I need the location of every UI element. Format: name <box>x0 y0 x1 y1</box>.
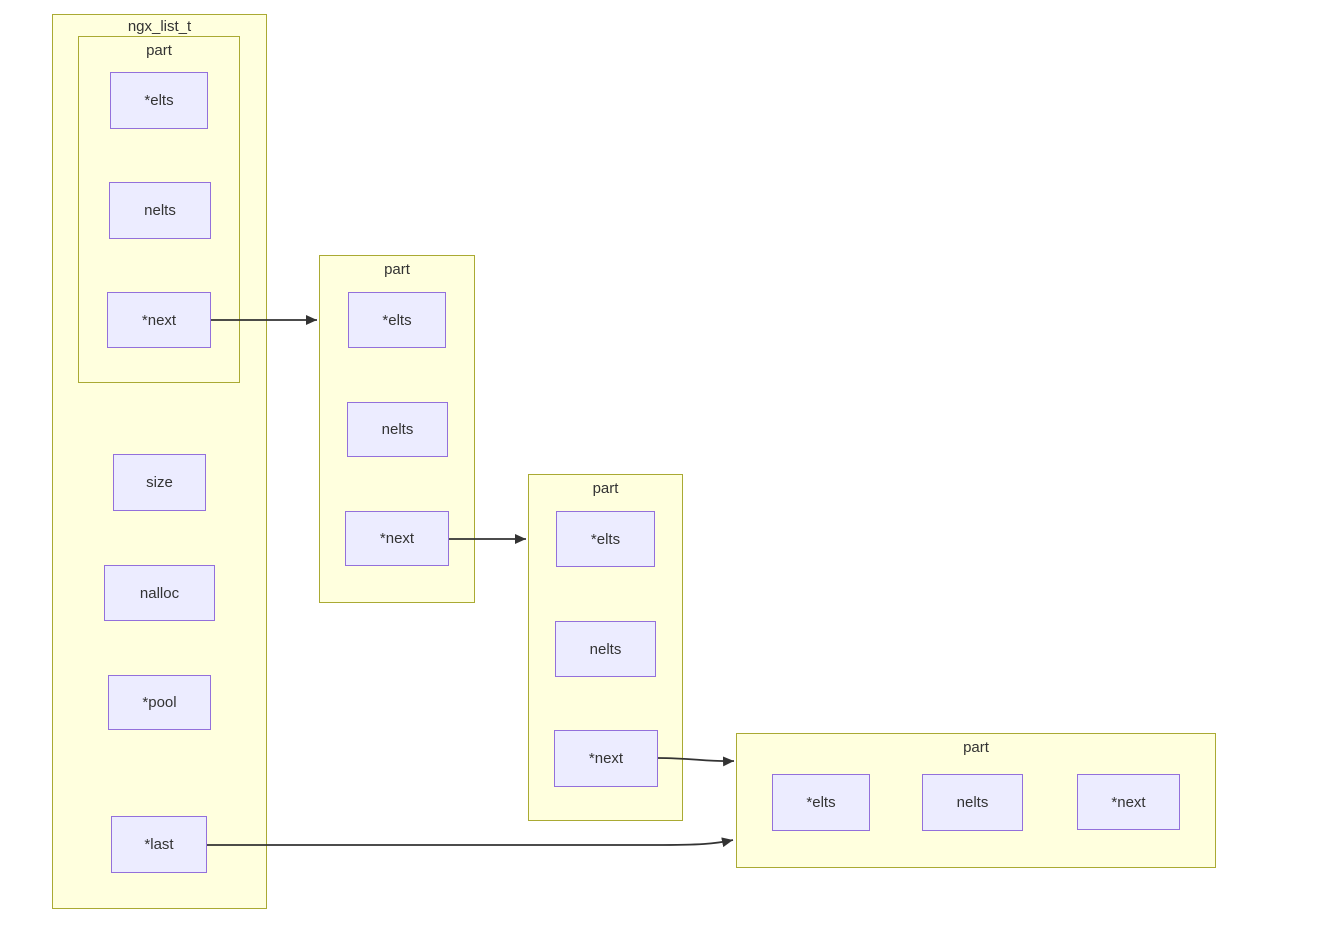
node-label: nelts <box>956 794 989 811</box>
node-p3-next: *next <box>554 730 658 787</box>
node-size: size <box>113 454 206 511</box>
node-label: *last <box>144 836 174 853</box>
cluster-part-2-title: part <box>384 261 410 278</box>
node-label: *pool <box>142 694 177 711</box>
node-label: *next <box>588 750 624 767</box>
node-label: nelts <box>589 640 622 658</box>
cluster-part-1-title: part <box>146 42 172 59</box>
node-label: *elts <box>806 794 836 811</box>
cluster-part-3-title: part <box>592 480 619 497</box>
node-label: nelts <box>144 202 176 219</box>
node-pool: *pool <box>108 675 211 730</box>
node-p2-nelts: nelts <box>347 402 448 457</box>
node-nalloc: nalloc <box>104 565 215 621</box>
cluster-part-4-title: part <box>963 739 989 756</box>
node-p1-elts: *elts <box>110 72 208 129</box>
node-p4-nelts: nelts <box>922 774 1023 831</box>
node-p3-nelts: nelts <box>555 621 656 677</box>
edge-last-to-part-4 <box>207 837 734 848</box>
node-label: nalloc <box>139 584 180 602</box>
node-label: *elts <box>144 92 174 109</box>
node-p2-elts: *elts <box>348 292 446 348</box>
node-label: size <box>146 474 173 491</box>
node-label: *elts <box>590 530 621 548</box>
node-p3-elts: *elts <box>556 511 655 567</box>
node-label: *next <box>379 530 415 547</box>
node-label: *next <box>141 311 177 329</box>
node-p1-next: *next <box>107 292 211 348</box>
node-last: *last <box>111 816 207 873</box>
node-p4-next: *next <box>1077 774 1180 830</box>
node-p4-elts: *elts <box>772 774 870 831</box>
node-label: nelts <box>381 421 414 438</box>
node-label: *next <box>1111 793 1146 811</box>
node-p2-next: *next <box>345 511 449 566</box>
cluster-ngx-list-t-title: ngx_list_t <box>127 18 192 35</box>
node-label: *elts <box>382 311 412 329</box>
node-p1-nelts: nelts <box>109 182 211 239</box>
